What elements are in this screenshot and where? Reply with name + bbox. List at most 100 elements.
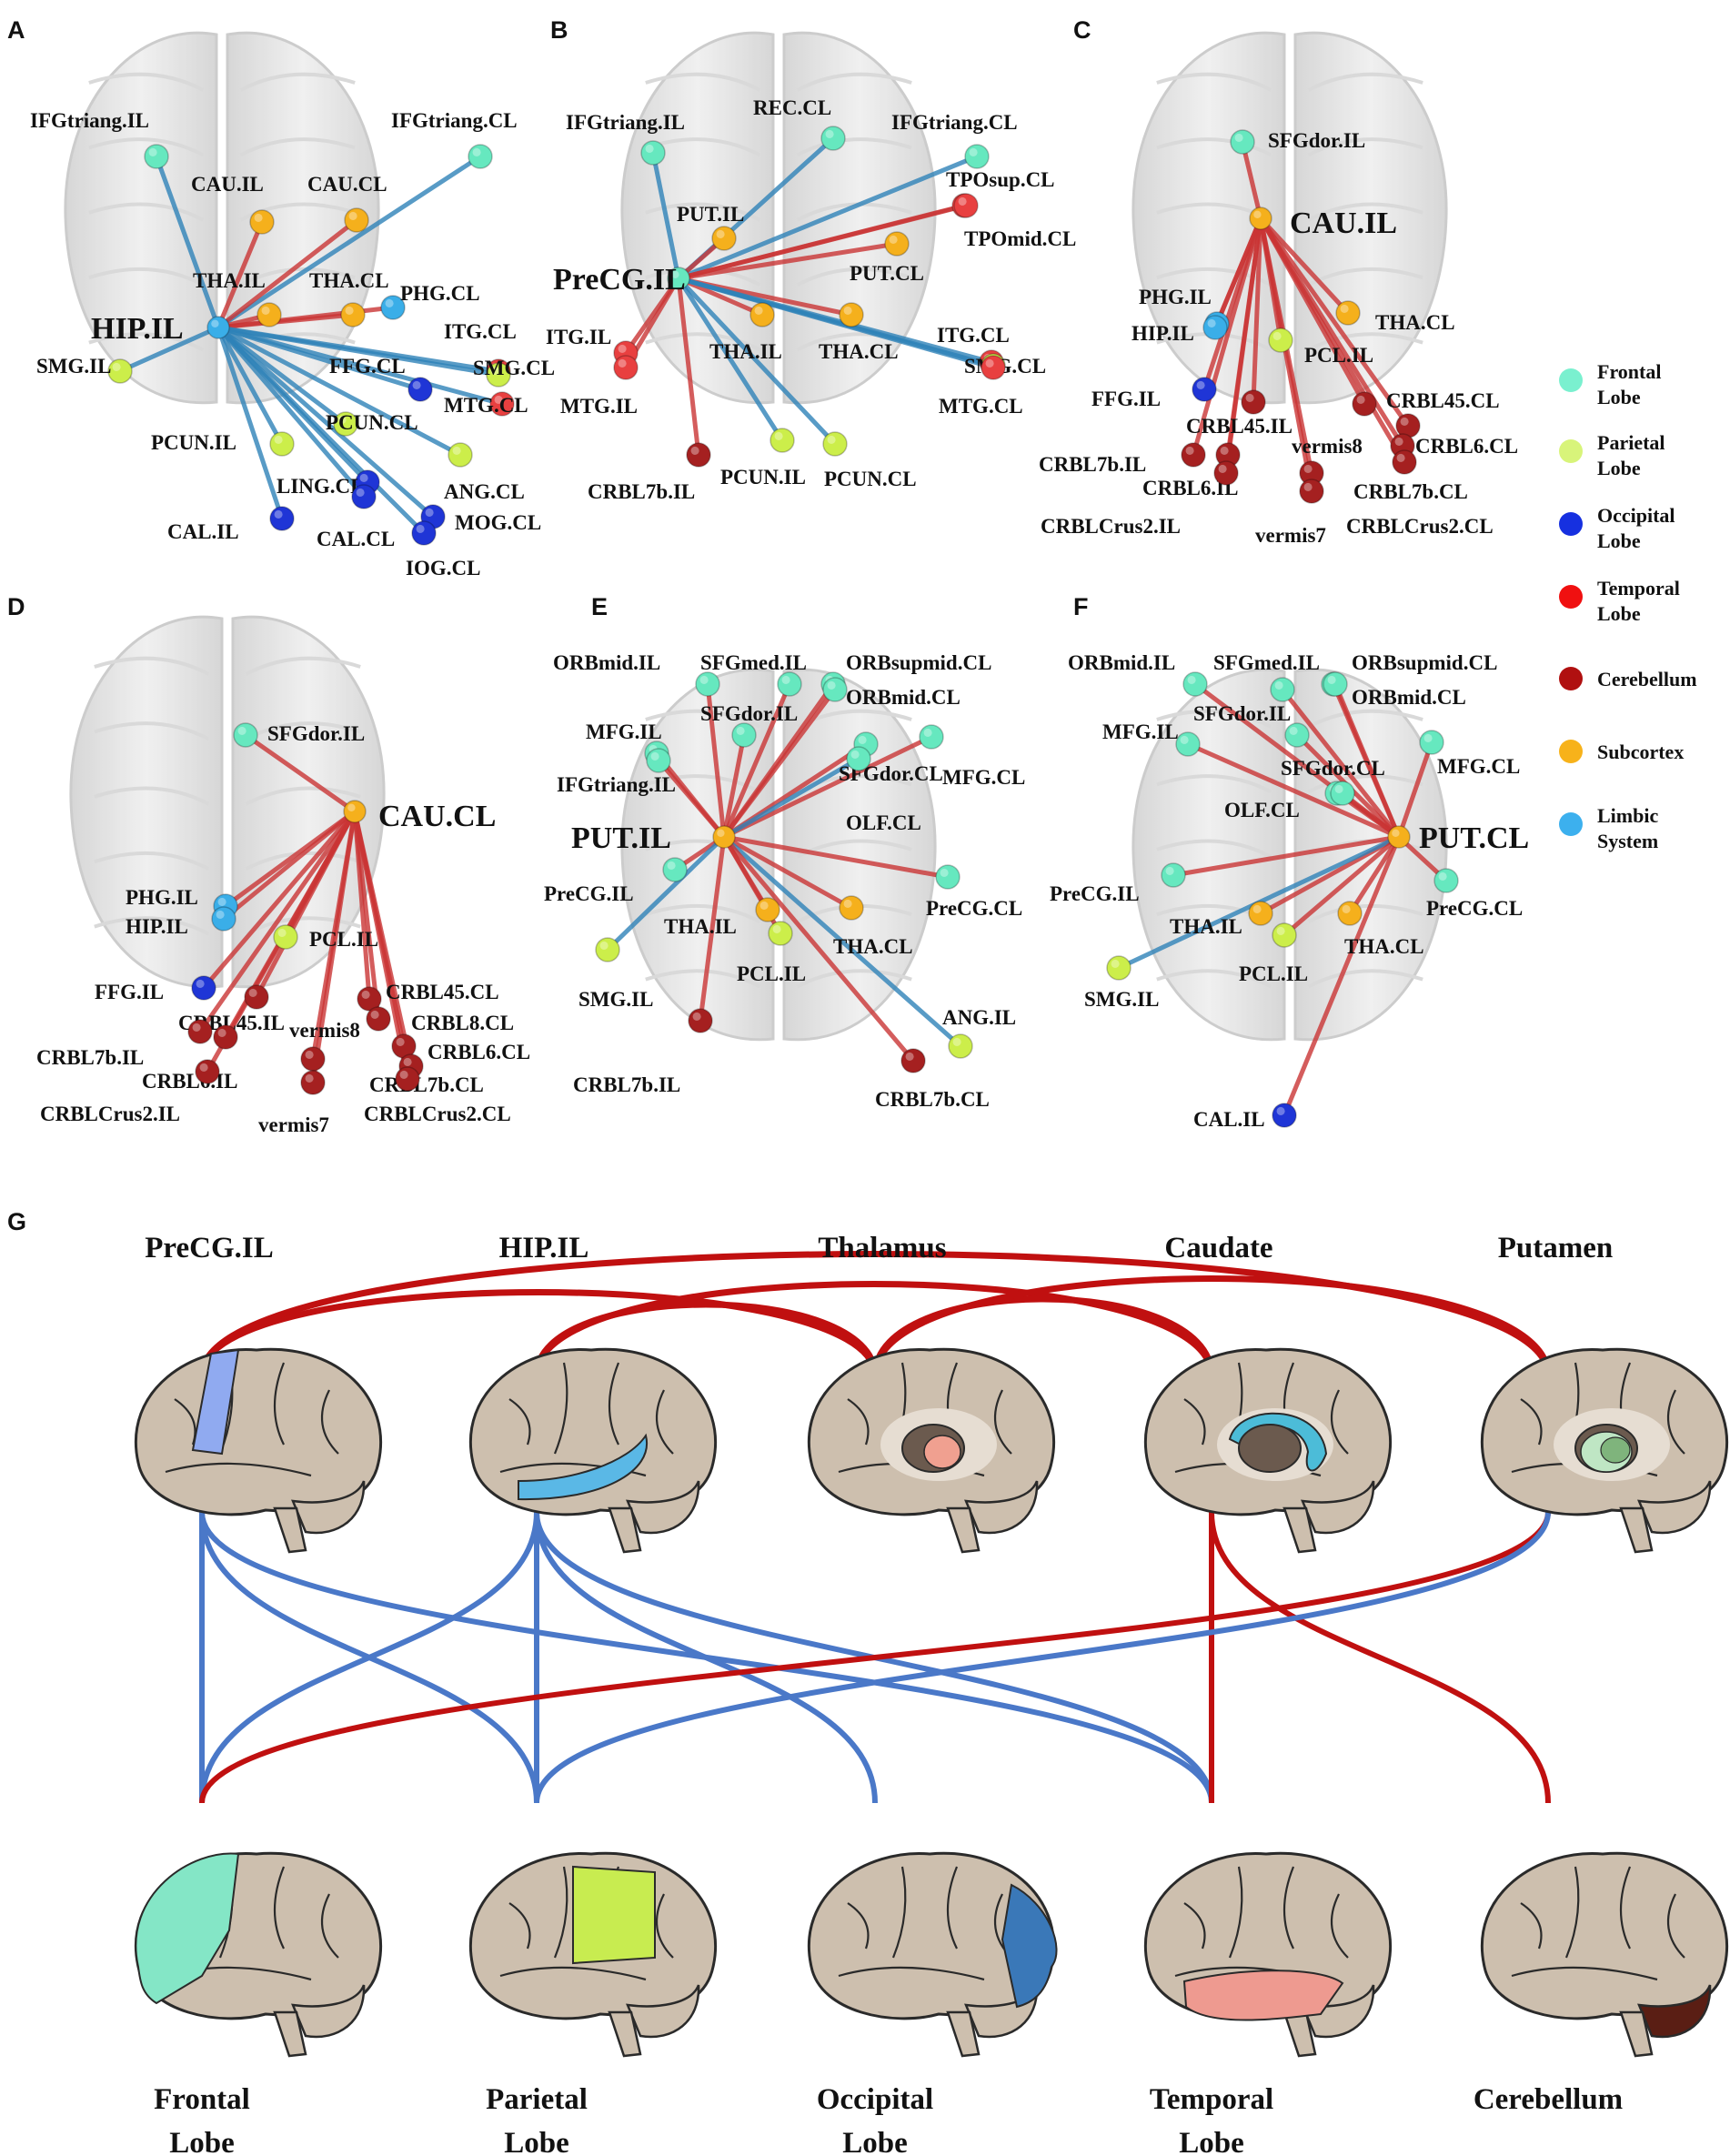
g-top-label-putamen: Putamen: [1498, 1232, 1614, 1264]
legend-swatch-temporal: [1559, 585, 1583, 609]
edge-cau-il-sfgdor-il: [1240, 139, 1263, 221]
node-label-ffg-cl: FFG.CL: [329, 355, 406, 378]
node-label-crbl6-cl: CRBL6.CL: [1415, 435, 1518, 458]
node-label-tha-cl: THA.CL: [1375, 311, 1455, 334]
node-orbmid-il: [695, 671, 720, 697]
g-top-brain-putamen: [1481, 1347, 1729, 1554]
node-label-itg-cl: ITG.CL: [937, 324, 1010, 347]
node-tha-il: [749, 302, 775, 327]
node-label-phg-il: PHG.IL: [126, 886, 198, 909]
edge-put-il-orbmid-il: [705, 681, 727, 840]
node-label-cal-cl: CAL.CL: [317, 528, 395, 550]
node-hip-il: [1202, 315, 1228, 340]
edge-put-cl-olf-cl: [1340, 791, 1402, 840]
node-label-crbl6-il: CRBL6.IL: [142, 1070, 237, 1093]
node-tha-cl: [340, 302, 366, 327]
node-label-cau-cl: CAU.CL: [307, 173, 387, 196]
hub-label-put-il: PUT.IL: [571, 821, 671, 855]
node-label-smg-il: SMG.IL: [36, 355, 111, 378]
node-label-put-il: PUT.IL: [677, 203, 744, 226]
g-top-label-precg-il: PreCG.IL: [145, 1232, 273, 1264]
node-label-ifgtriang-il: IFGtriang.IL: [557, 773, 676, 796]
node-label-crbl7b-il: CRBL7b.IL: [1039, 453, 1146, 476]
node-label-itg-cl: ITG.CL: [444, 320, 517, 343]
node-label-mfg-cl: MFG.CL: [942, 766, 1025, 789]
g-bottom-label-frontal: Frontal: [154, 2083, 250, 2116]
node-label-iog-cl: IOG.CL: [406, 557, 480, 579]
node-precg-cl: [1433, 868, 1459, 893]
node-label-tha-il: THA.IL: [1170, 915, 1242, 938]
node-sfgdor-il: [1284, 722, 1310, 748]
node-crblcrus2-cl: [1392, 449, 1417, 475]
edge-put-il-precg-cl: [721, 834, 950, 880]
node-pcun-il: [269, 431, 295, 457]
panel-d: DSFGdor.ILPHG.ILHIP.ILPCL.ILFFG.ILCRBL45…: [7, 593, 530, 1136]
node-vermis7: [300, 1070, 326, 1095]
node-tha-il: [1248, 901, 1273, 926]
node-pcl-il: [1272, 922, 1297, 948]
node-cau-il: [249, 209, 275, 235]
node-label-crbl7b-cl: CRBL7b.CL: [1353, 480, 1468, 503]
brain-outline-d: [69, 615, 386, 989]
edge-put-cl-precg-il: [1171, 834, 1402, 878]
edge-hip-il-smg-il: [117, 325, 221, 374]
edge-put-il-sfgdor-il: [721, 732, 747, 840]
node-label-crblcrus2-il: CRBLCrus2.IL: [40, 1103, 180, 1125]
node-label-itg-il: ITG.IL: [546, 326, 611, 348]
node-label-crbl7b-il: CRBL7b.IL: [588, 480, 695, 503]
node-sfgmed-il: [1270, 677, 1295, 702]
node-label-ffg-il: FFG.IL: [1091, 388, 1161, 410]
node-smg-il: [595, 937, 620, 962]
node-label-precg-cl: PreCG.CL: [926, 897, 1022, 920]
node-label-ifgtriang-cl: IFGtriang.CL: [391, 109, 518, 132]
legend-swatch-cerebellum: [1559, 667, 1583, 690]
node-crbl6-il: [213, 1024, 238, 1050]
node-precg-cl: [935, 864, 961, 890]
hub-node-cau-il: [1249, 207, 1272, 230]
node-label-mfg-il: MFG.IL: [586, 720, 662, 743]
edge-put-cl-mfg-cl: [1396, 740, 1434, 840]
link-precg-il-putamen: [198, 1251, 1552, 1376]
node-ifgtriang-il: [640, 140, 666, 166]
g-top-label-thalamus: Thalamus: [818, 1232, 946, 1264]
node-label-pcl-il: PCL.IL: [737, 962, 806, 985]
node-label-pcun-cl: PCUN.CL: [824, 468, 917, 490]
node-ffg-il: [1192, 377, 1217, 402]
node-label-crbl7b-cl: CRBL7b.CL: [875, 1088, 990, 1111]
g-bottom-brain-occipital: [808, 1851, 1058, 2058]
edge-cau-il-crblcrus2-il: [1223, 216, 1263, 476]
legend-label-subcortex: Subcortex: [1597, 740, 1684, 763]
node-vermis7: [1299, 479, 1324, 504]
edge-cau-cl-ffg-il: [201, 809, 357, 991]
legend-label2-occipital: Lobe: [1597, 529, 1641, 552]
legend-swatch-frontal: [1559, 368, 1583, 392]
node-put-il: [711, 226, 737, 251]
node-label-smg-il: SMG.IL: [1084, 988, 1159, 1011]
node-label-mfg-cl: MFG.CL: [1437, 755, 1520, 778]
node-label-orbsupmid-cl: ORBsupmid.CL: [1352, 651, 1497, 674]
node-label-smg-cl: SMG.CL: [473, 357, 555, 379]
panel-b-letter: B: [550, 16, 568, 44]
node-precg-il: [662, 857, 688, 882]
panel-a-letter: A: [7, 16, 25, 44]
edge-hip-il-smg-cl: [216, 325, 501, 378]
edge-cau-il-vermis7: [1258, 216, 1314, 494]
node-label-smg-cl: SMG.CL: [964, 355, 1046, 378]
node-cal-cl: [351, 484, 377, 509]
node-tha-cl: [1337, 901, 1363, 926]
node-crbl8-cl: [366, 1006, 391, 1032]
g-top-brain-precg-il: [135, 1347, 383, 1554]
legend-swatch-subcortex: [1559, 740, 1583, 763]
link-putamen-frontal-lobe: [199, 1511, 1551, 1804]
node-ifgtriang-cl: [964, 144, 990, 169]
node-ang-cl: [448, 442, 473, 468]
node-crblcrus2-cl: [395, 1066, 420, 1092]
hub-label-hip-il: HIP.IL: [91, 312, 184, 346]
node-crbl45-il: [244, 984, 269, 1010]
node-label-orbmid-cl: ORBmid.CL: [846, 686, 961, 709]
edge-put-cl-pcl-il: [1282, 834, 1402, 938]
node-orbmid-il: [1182, 671, 1208, 697]
g-bottom-brain-parietal: [469, 1851, 718, 2058]
node-label-rec-cl: REC.CL: [753, 96, 831, 119]
